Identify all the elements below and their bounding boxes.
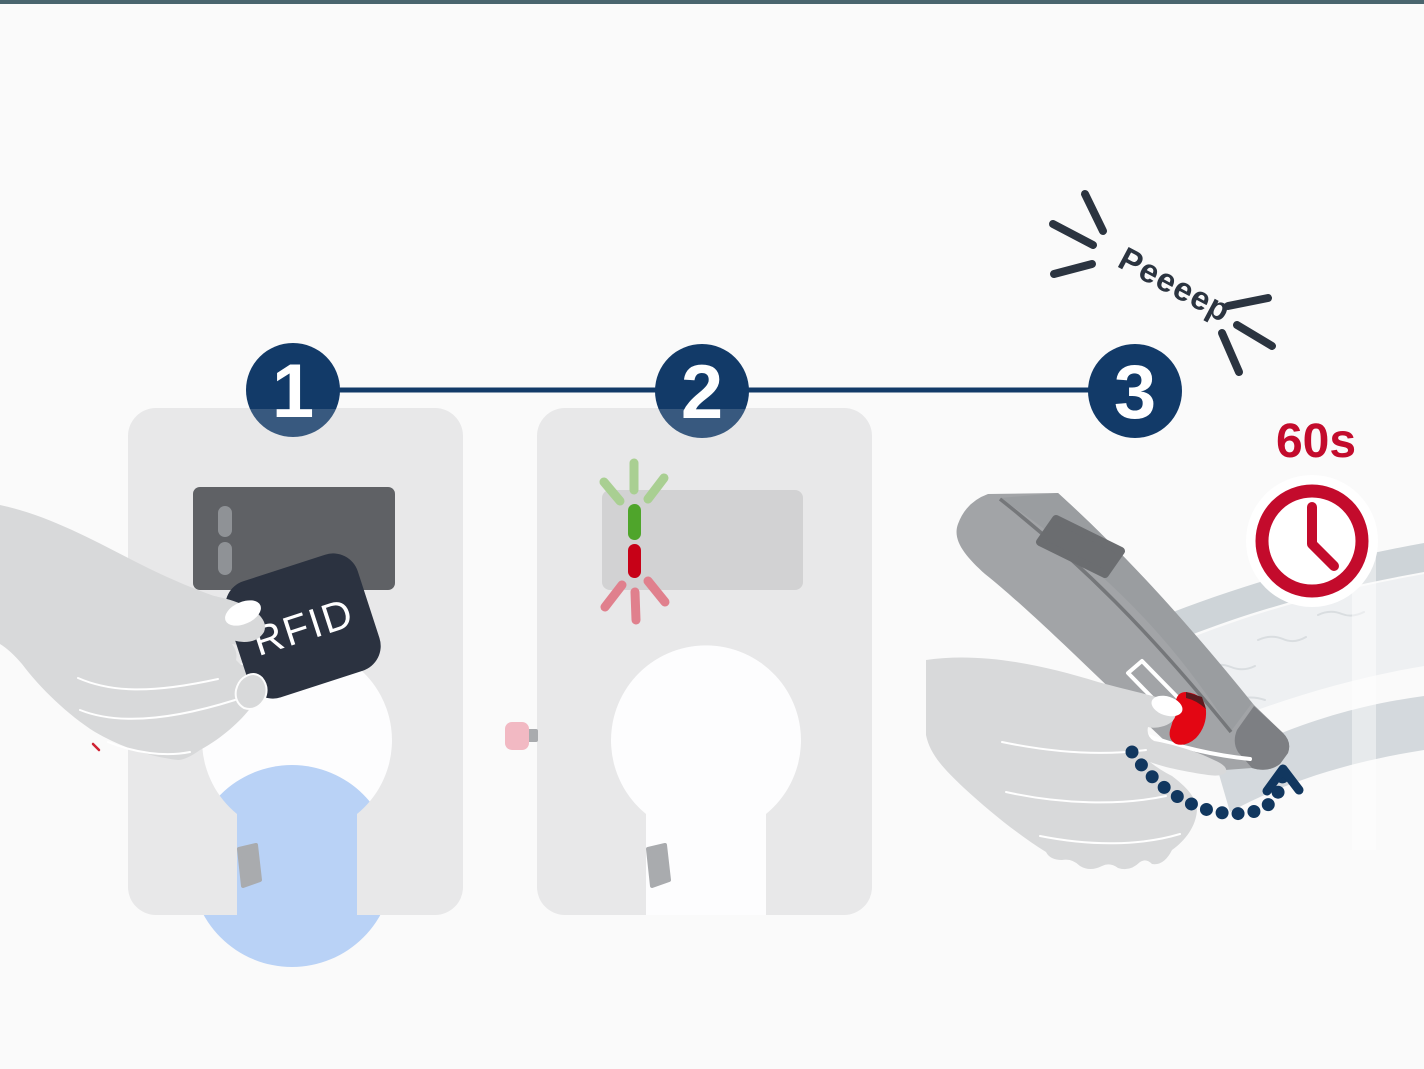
wallbox1-blue-accent-circle (191, 765, 393, 967)
hand1-creases (77, 677, 236, 756)
hand1-fingertip (234, 673, 268, 710)
hand1-bracelet-mark (91, 742, 101, 752)
dotted-arrow-head (1262, 764, 1304, 796)
step-2-circle (655, 344, 749, 438)
card-reader-led-top (218, 506, 232, 537)
plug-window (1036, 515, 1125, 578)
clock-hands (1307, 502, 1339, 571)
step-2-badge: 2 (655, 344, 749, 438)
red-led (628, 544, 641, 578)
wallbox1-cable-clip-icon (237, 843, 262, 888)
rfid-card-body (225, 553, 381, 699)
green-led-rays (599, 458, 669, 506)
timer-group: 60s (1246, 415, 1378, 607)
plug-button-shadow (1186, 692, 1206, 709)
hand1-silhouette (0, 505, 264, 760)
step-1-number: 1 (272, 349, 314, 434)
wallbox2-side-button (505, 722, 529, 750)
step-3-badge: 3 (1088, 344, 1182, 438)
hand1-thumbnail (225, 600, 261, 626)
step-1-circle (246, 343, 340, 437)
step-1-circle-overlap-tint (250, 409, 336, 438)
sound-burst-lines (1049, 190, 1276, 376)
beep-sound-label: Peeeep (1113, 240, 1238, 330)
clock-icon (1246, 475, 1378, 607)
dotted-arrow-icon (1125, 745, 1304, 821)
top-border (0, 0, 1424, 4)
step-2-number: 2 (681, 350, 723, 435)
step-1-badge: 1 (246, 343, 340, 438)
dotted-arrow-arc (1125, 745, 1290, 821)
red-led-rays (600, 576, 670, 625)
led-status-icon (599, 458, 803, 625)
step-3-number: 3 (1114, 350, 1156, 435)
hand-icon (0, 505, 264, 760)
hand3-silhouette (926, 657, 1227, 870)
hand3-thumbnail (1151, 695, 1183, 717)
sound-burst-icon: Peeeep (1049, 190, 1276, 376)
step-3-circle (1088, 344, 1182, 438)
wallbox2-cable-clip-icon (646, 843, 671, 888)
wallbox2-display-panel (602, 490, 803, 590)
green-led (628, 504, 641, 540)
plug-top-bevel (1000, 493, 1252, 731)
timer-label: 60s (1276, 415, 1356, 468)
step-2-circle-overlap-tint (658, 409, 746, 438)
rfid-card-icon: RFID (225, 553, 381, 699)
plug-tip (1234, 706, 1290, 770)
charging-plug-icon (956, 493, 1290, 772)
plug-seam-line (998, 497, 1233, 734)
card-reader-led-bottom (218, 542, 232, 575)
